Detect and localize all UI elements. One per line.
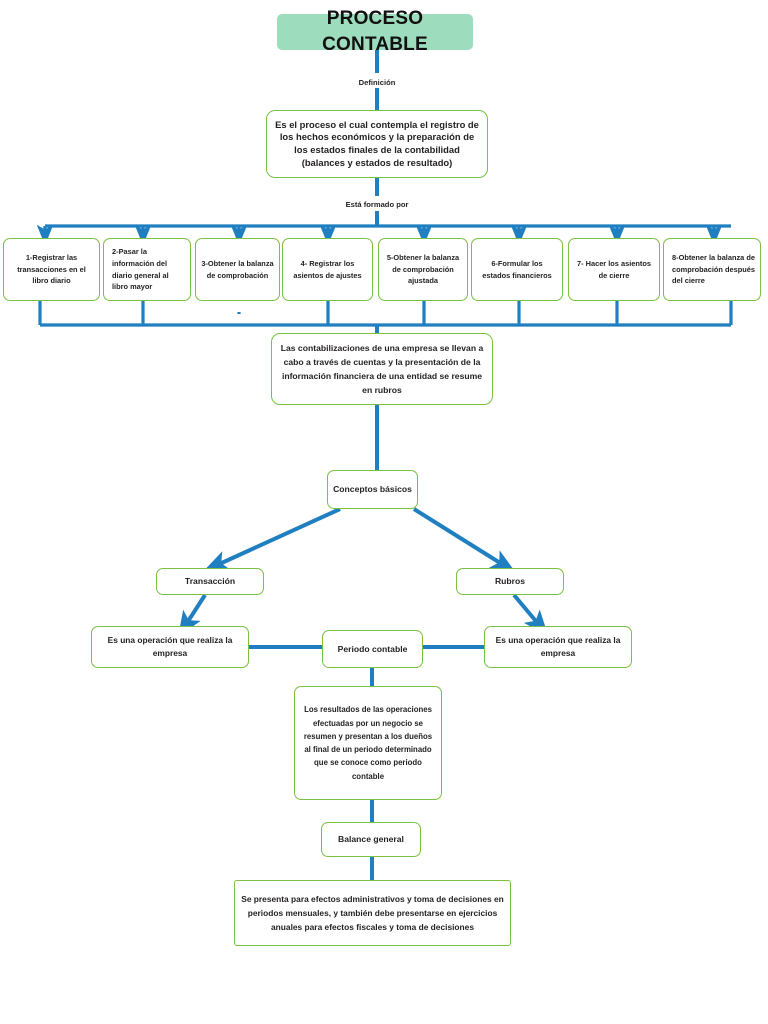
node-rubros-definition: Es una operación que realiza la empresa [484,626,632,668]
node-step-6: 6-Formular los estados financieros [471,238,563,301]
node-transaccion-definition: Es una operación que realiza la empresa [91,626,249,668]
node-step-2: 2-Pasar la información del diario genera… [103,238,191,301]
node-contabilizaciones: Las contabilizaciones de una empresa se … [271,333,493,405]
node-conceptos-basicos: Conceptos básicos [327,470,418,509]
node-transaccion: Transacción [156,568,264,595]
node-step-5: 5-Obtener la balanza de comprobación aju… [378,238,468,301]
node-title: PROCESO CONTABLE [277,8,473,55]
node-step-1: 1-Registrar las transacciones en el libr… [3,238,100,301]
edge-label-definicion: Definición [358,78,396,87]
edge-label-esta-formado-por: Está formado por [345,200,409,209]
node-balance-general: Balance general [321,822,421,857]
node-step-8: 8-Obtener la balanza de comprobación des… [663,238,761,301]
node-step-7: 7- Hacer los asientos de cierre [568,238,660,301]
node-step-4: 4- Registrar los asientos de ajustes [282,238,373,301]
node-rubros: Rubros [456,568,564,595]
node-step-3: 3-Obtener la balanza de comprobación [195,238,280,301]
node-balance-general-definition: Se presenta para efectos administrativos… [234,880,511,946]
node-definition: Es el proceso el cual contempla el regis… [266,110,488,178]
node-resultados: Los resultados de las operaciones efectu… [294,686,442,800]
node-periodo-contable: Periodo contable [322,630,423,668]
